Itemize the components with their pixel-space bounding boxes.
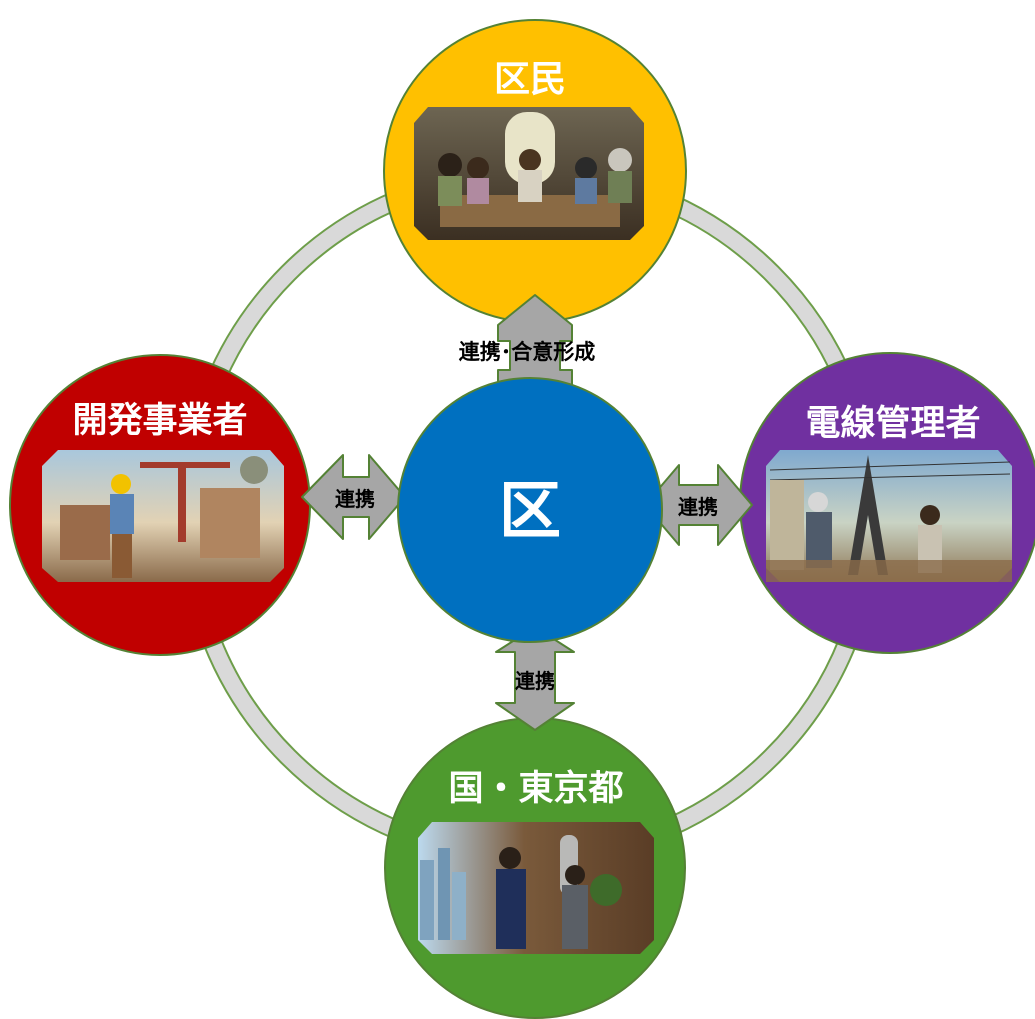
utility-managers-label: 電線管理者 — [805, 404, 980, 444]
ward-circle — [397, 377, 663, 643]
node-developers: 開発事業者 — [9, 354, 311, 656]
connector-right-label: 連携 — [678, 495, 718, 519]
connector-bottom-arrow — [495, 626, 575, 731]
connector-right-arrow — [644, 464, 753, 546]
node-residents: 区民 — [383, 19, 687, 323]
power-line-workers-illustration — [766, 450, 1012, 582]
government-label: 国・東京都 — [448, 768, 623, 809]
government-officials-illustration — [418, 822, 654, 954]
construction-site-illustration — [42, 450, 284, 582]
connector-top-label: 連携･合意形成 — [459, 340, 596, 364]
node-ward: 区 — [397, 377, 663, 643]
node-government: 国・東京都 — [384, 717, 686, 1019]
developers-label: 開発事業者 — [72, 401, 247, 441]
residents-label: 区民 — [494, 59, 566, 100]
node-utility-managers: 電線管理者 — [739, 352, 1035, 654]
community-meeting-illustration — [414, 107, 644, 240]
connector-bottom-label: 連携 — [515, 669, 555, 693]
ward-label: 区 — [499, 474, 561, 547]
connector-left-label: 連携 — [335, 487, 375, 511]
